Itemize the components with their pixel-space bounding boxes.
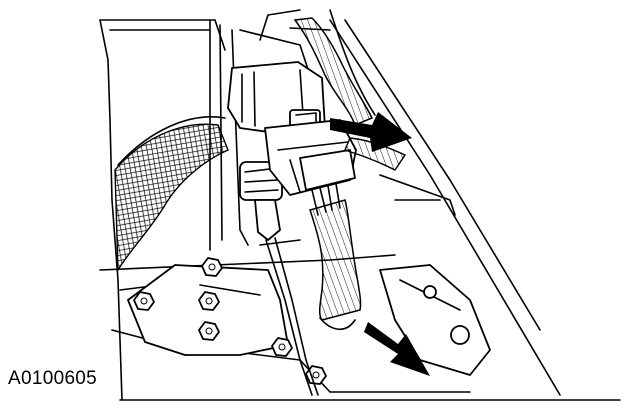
bolt <box>271 337 293 357</box>
bolt <box>305 365 327 385</box>
arrow-icon <box>330 112 412 152</box>
woven-sleeve <box>114 116 229 273</box>
wiring-harness <box>309 137 407 330</box>
bolt <box>198 321 220 341</box>
bolt <box>198 291 220 311</box>
lower-bracket <box>379 264 491 376</box>
bolt <box>133 291 155 311</box>
bolt-group <box>133 257 327 385</box>
arrow-icon <box>364 322 430 376</box>
bolt <box>201 257 223 277</box>
figure-code: A0100605 <box>8 368 98 389</box>
upper-hose <box>293 9 376 126</box>
electrical-connector <box>227 61 357 196</box>
